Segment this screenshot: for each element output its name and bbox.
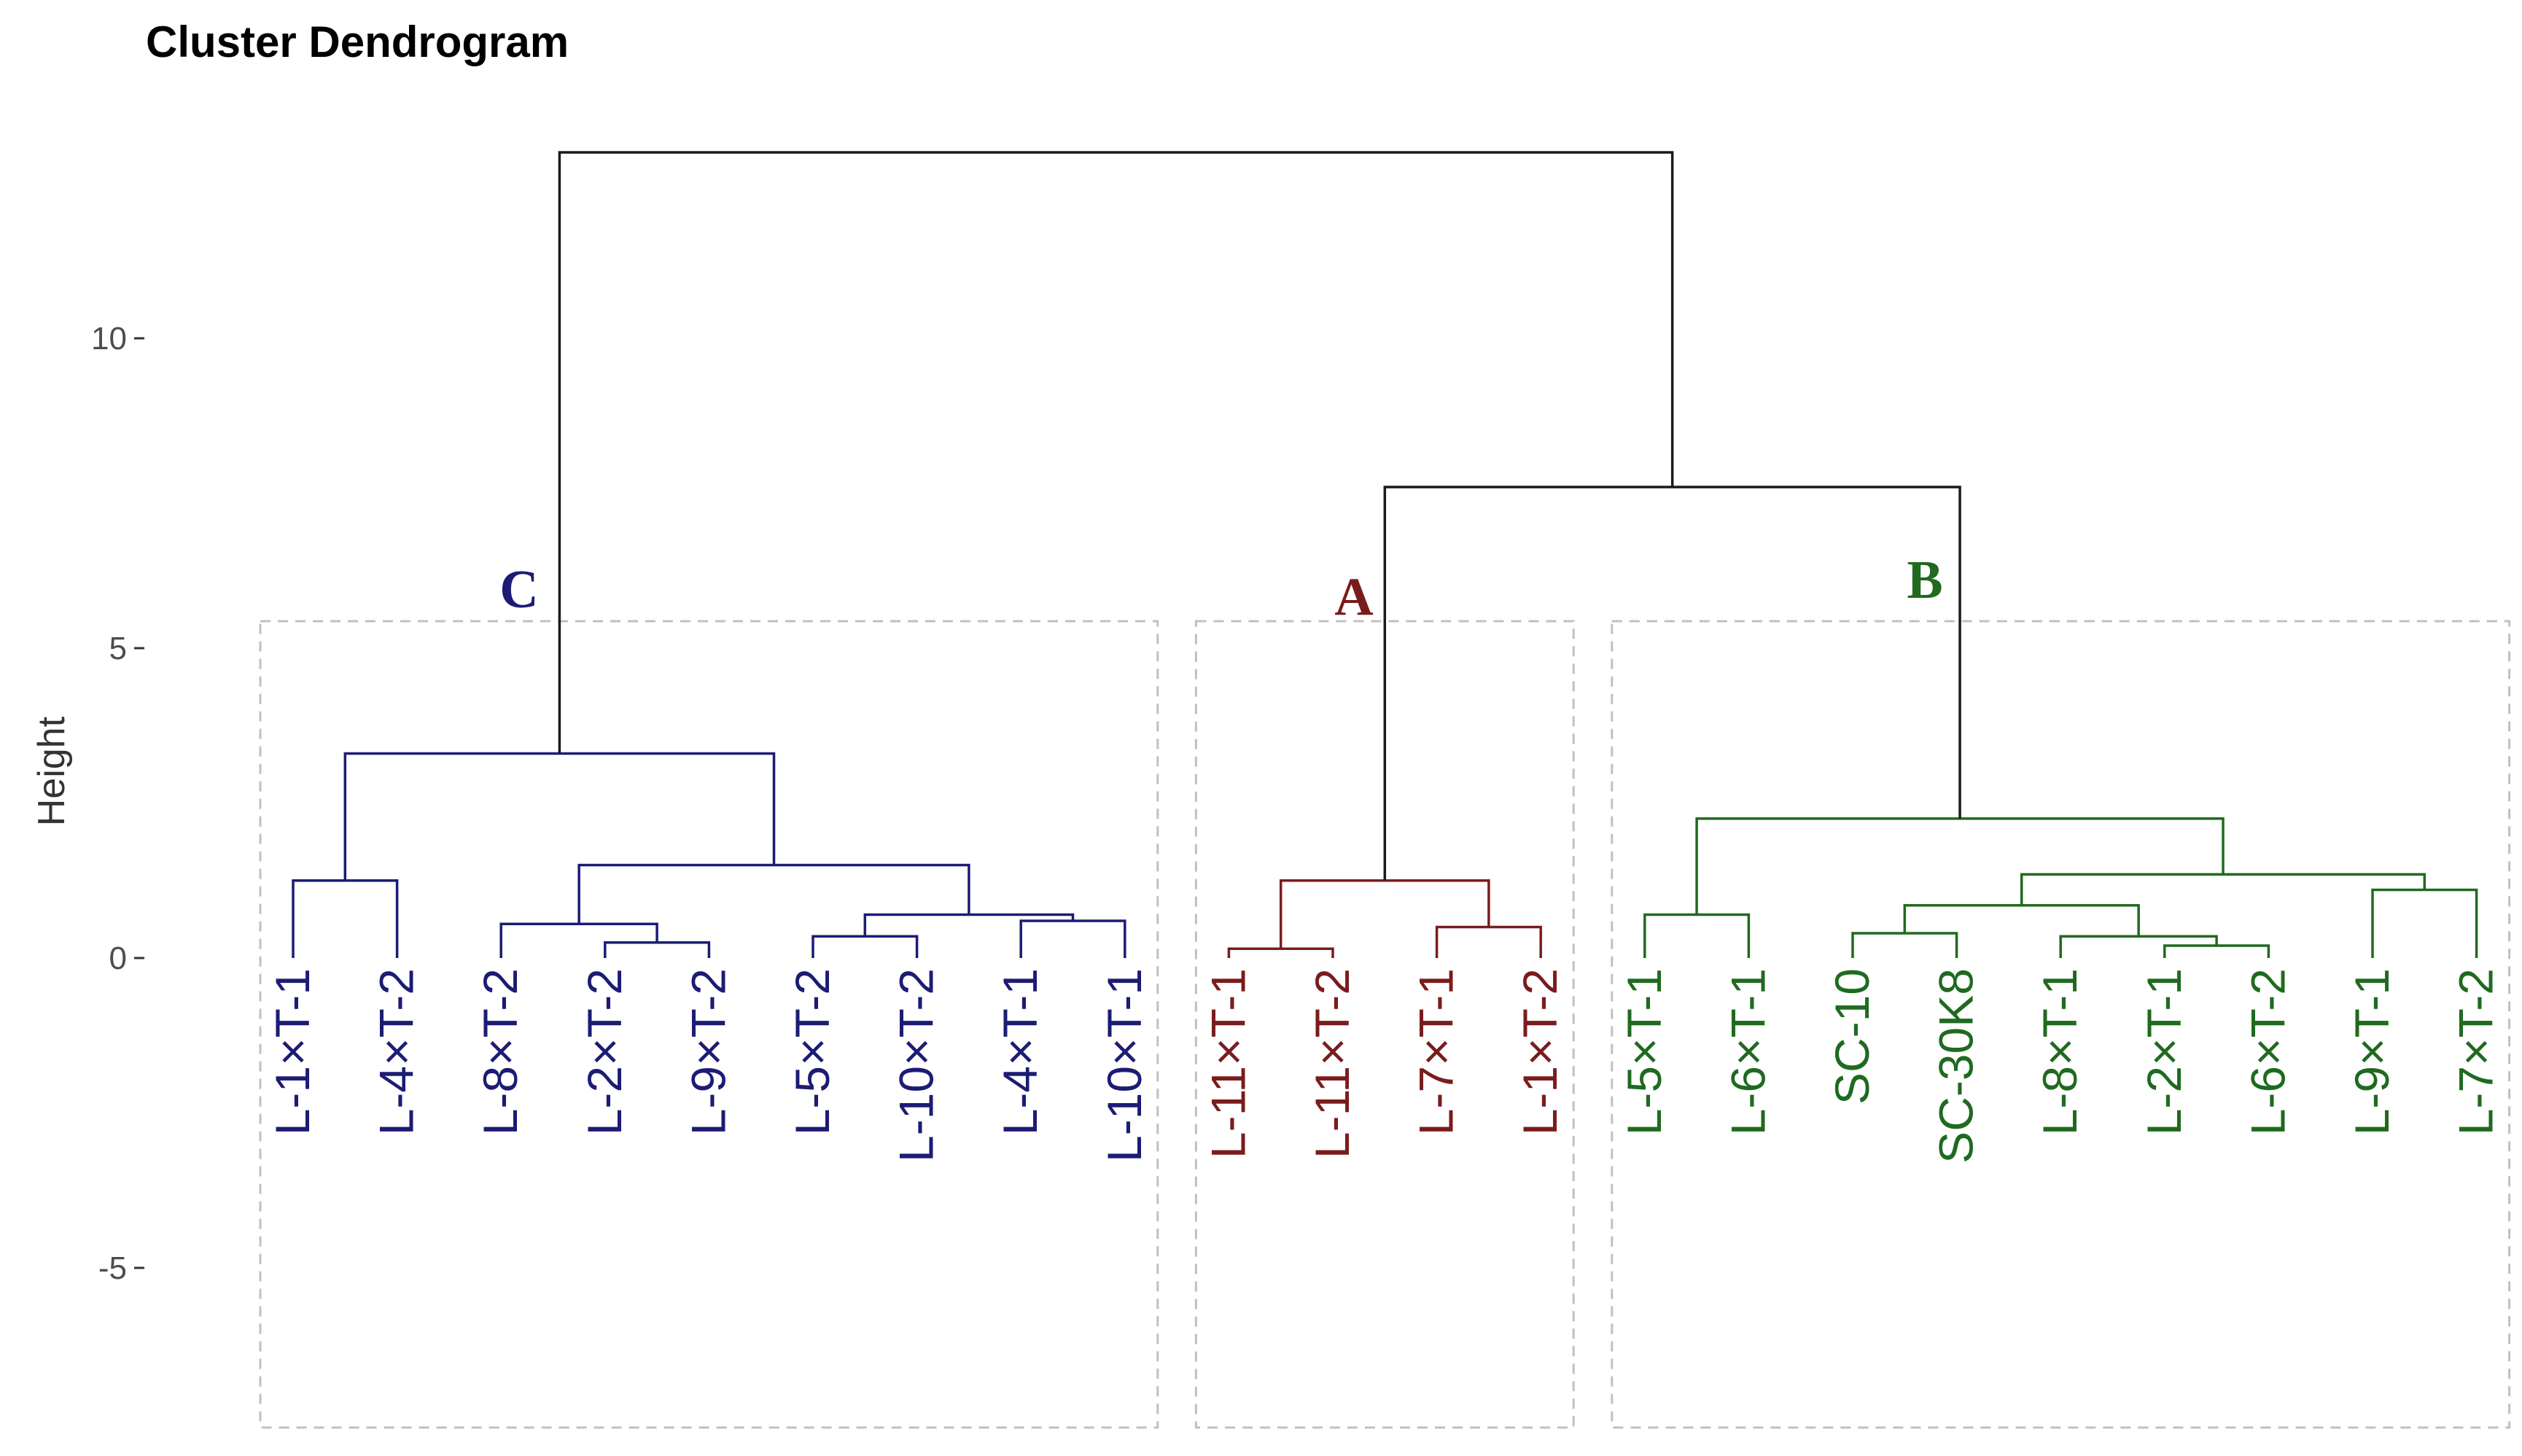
leaf-labels: L-1×T-1 L-4×T-2 L-8×T-2 L-2×T-2 L-9×T-2 L-5×T… [265,968,2503,1164]
merge-branch [1903,904,2140,937]
dendrogram-merge [1643,913,1751,958]
y-tick-label: 10 [91,321,127,357]
merge-branch [292,879,399,958]
dendrogram-merge [292,879,399,958]
cluster-boxes [259,620,2511,1429]
cluster-box-c [259,620,1159,1429]
y-axis-title: Height [31,716,73,826]
leaf-label-l-8xt-2: L-8×T-2 [473,968,527,1135]
dendrogram-merge [2020,873,2426,906]
leaf-label-l-11xt-1: L-11×T-1 [1201,968,1255,1159]
leaf-label-sc-10: SC-10 [1825,968,1879,1105]
leaf-label-l-6xt-1: L-6×T-1 [1721,968,1775,1135]
dendrogram-merge [558,151,1674,754]
leaf-label-sc-30k8: SC-30K8 [1929,968,1983,1164]
merge-branch [1435,925,1542,958]
dendrogram-merge [2059,935,2218,958]
merge-branch [2371,888,2478,958]
leaf-label-l-5xt-1: L-5×T-1 [1617,968,1671,1135]
cluster-label-b: B [1907,550,1942,610]
y-tick-label: -5 [98,1250,127,1286]
dendrogram-merge [863,913,1075,937]
leaf-label-l-6xt-2: L-6×T-2 [2241,968,2295,1135]
leaf-label-l-7xt-2: L-7×T-2 [2449,968,2503,1135]
merge-branch [812,935,919,958]
dendrogram-merge [1279,879,1490,949]
dendrogram-merge [1435,925,1542,958]
y-tick-label: 0 [109,941,127,976]
dendrogram-merge [1227,947,1334,958]
merge-branch [343,752,776,881]
merge-branch [863,913,1075,937]
dendrogram-merge [343,752,776,881]
merge-branch [1279,879,1490,949]
dendrogram-merge [812,935,919,958]
cluster-label-a: A [1334,567,1373,627]
merge-branch [1227,947,1334,958]
cluster-box-a [1194,620,1575,1429]
merge-branch [499,922,658,958]
cluster-box-b [1611,620,2511,1429]
y-axis: -5 0 5 10 [91,321,144,1286]
leaf-label-l-1xt-1: L-1×T-1 [265,968,319,1135]
dendrogram-merge [1695,817,2225,915]
dendrogram-merge [1903,904,2140,937]
leaf-label-l-10xt-1: L-10×T-1 [1097,968,1151,1162]
dendrogram-merge [1851,932,1958,958]
leaf-label-l-4xt-2: L-4×T-2 [370,968,424,1135]
cluster-label-c: C [499,560,538,620]
dendrogram-merge [604,941,711,958]
leaf-label-l-4xt-1: L-4×T-1 [993,968,1047,1135]
merge-branch [1851,932,1958,958]
merge-branch [558,151,1674,754]
y-tick-label: 5 [109,631,127,666]
leaf-label-l-1xt-2: L-1×T-2 [1513,968,1567,1135]
leaf-label-l-10xt-2: L-10×T-2 [890,968,943,1162]
merge-branch [1695,817,2225,915]
merge-branch [604,941,711,958]
leaf-label-l-2xt-1: L-2×T-1 [2137,968,2191,1135]
merge-branch [1383,486,1961,881]
merge-branch [2163,944,2270,958]
leaf-label-l-5xt-2: L-5×T-2 [785,968,839,1135]
dendrogram-branches [292,151,2478,958]
dendrogram-merge [1383,486,1961,881]
merge-branch [2059,935,2218,958]
leaf-label-l-9xt-1: L-9×T-1 [2345,968,2399,1135]
chart-title: Cluster Dendrogram [146,17,569,66]
dendrogram-merge [499,922,658,958]
merge-branch [1019,919,1126,958]
leaf-label-l-2xt-2: L-2×T-2 [577,968,631,1135]
leaf-label-l-7xt-1: L-7×T-1 [1409,968,1463,1135]
leaf-label-l-9xt-2: L-9×T-2 [681,968,735,1135]
dendrogram-merge [2371,888,2478,958]
dendrogram-merge [1019,919,1126,958]
merge-branch [1643,913,1751,958]
dendrogram-merge [2163,944,2270,958]
leaf-label-l-8xt-1: L-8×T-1 [2033,968,2087,1135]
merge-branch [2020,873,2426,906]
leaf-label-l-11xt-2: L-11×T-2 [1305,968,1359,1159]
